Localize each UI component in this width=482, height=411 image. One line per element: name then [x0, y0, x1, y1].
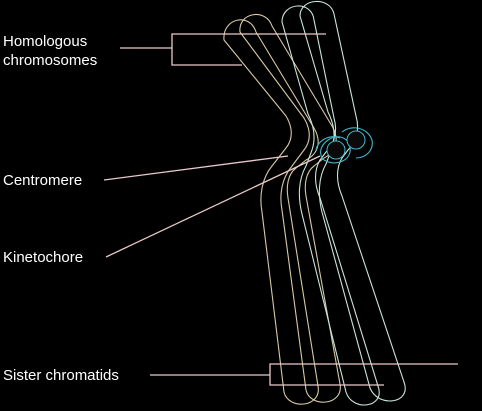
- kinetochore-3: [315, 136, 341, 151]
- kinetochore-group: [315, 127, 373, 164]
- centromere-knobs: [326, 130, 366, 160]
- chromosome-1-chromatid-a: [223, 19, 319, 405]
- centromere-knob-2: [346, 130, 366, 150]
- sister-chromatids-leader: [150, 363, 458, 386]
- kinetochore-1: [319, 136, 351, 164]
- centromere-leader: [103, 155, 289, 181]
- chromosome-2-chromatid-b: [299, 0, 406, 402]
- homologous-chromosomes-leader: [120, 33, 326, 66]
- label-homologous-line2: chromosomes: [3, 52, 97, 69]
- centromere-knob-1: [326, 140, 346, 160]
- label-homologous-line1: Homologous: [3, 33, 87, 50]
- chromosome-1: [223, 13, 341, 405]
- kinetochore-2: [341, 127, 373, 159]
- label-sister-chromatids: Sister chromatids: [3, 367, 119, 384]
- chromosome-2: [281, 0, 406, 406]
- label-kinetochore: Kinetochore: [3, 249, 83, 266]
- kinetochore-leader: [105, 155, 321, 258]
- label-centromere: Centromere: [3, 172, 82, 189]
- chromosome-2-chromatid-a: [281, 5, 380, 406]
